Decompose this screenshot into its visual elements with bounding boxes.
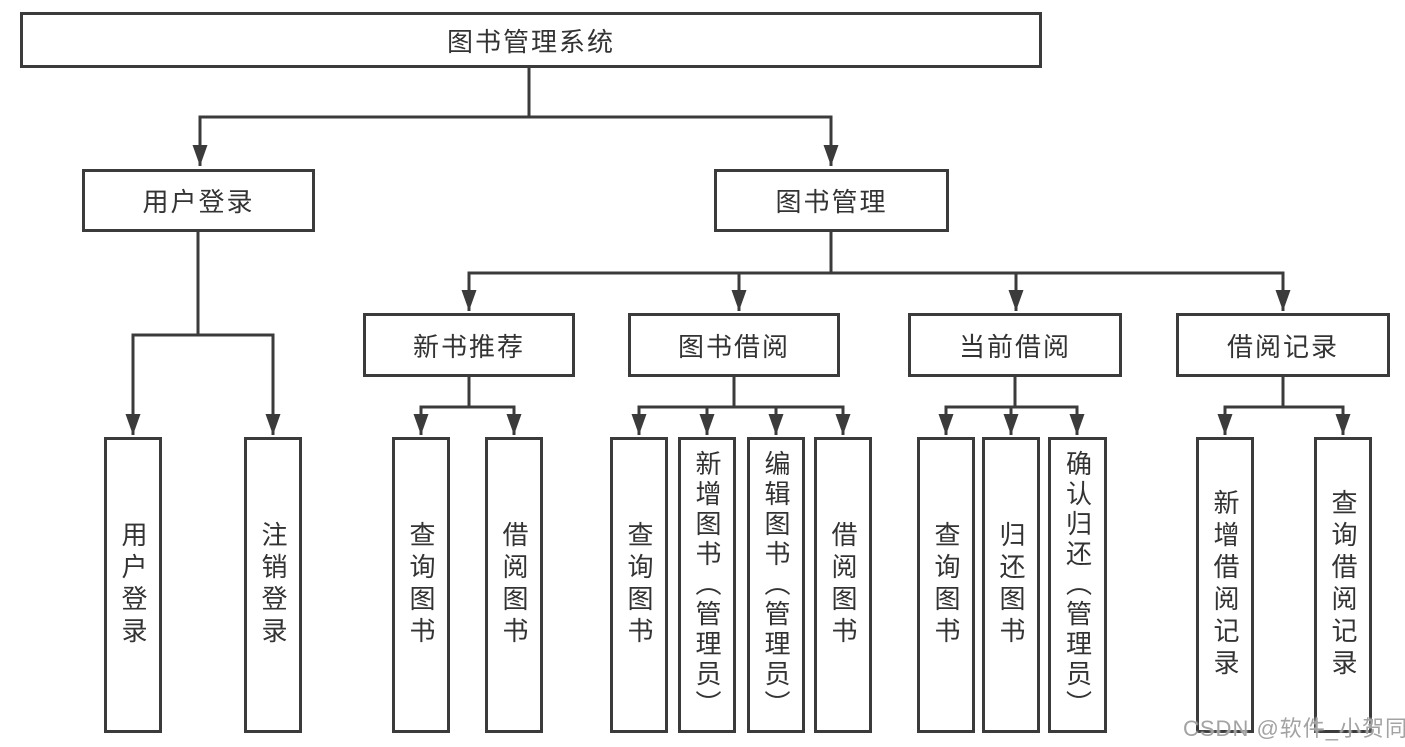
node-label: 图书管理 xyxy=(775,187,888,217)
leaf-edit-books-admin: 编辑图书（管理员） xyxy=(747,437,805,733)
leaf-label: 查询图书 xyxy=(406,521,436,649)
leaf-return-books: 归还图书 xyxy=(982,437,1040,733)
node-book-management: 图书管理 xyxy=(714,169,949,232)
leaf-add-borrow-record: 新增借阅记录 xyxy=(1196,437,1254,733)
node-borrow-records: 借阅记录 xyxy=(1176,313,1390,377)
leaf-query-borrow-record: 查询借阅记录 xyxy=(1314,437,1372,733)
leaf-label: 确认归还（管理员） xyxy=(1062,450,1093,720)
leaf-label: 借阅图书 xyxy=(828,521,858,649)
node-library-management-system: 图书管理系统 xyxy=(20,12,1042,68)
leaf-add-books-admin: 新增图书（管理员） xyxy=(678,437,736,733)
node-label: 新书推荐 xyxy=(412,331,525,362)
leaf-label: 新增图书（管理员） xyxy=(692,450,722,720)
leaf-query-books-borrow: 查询图书 xyxy=(610,437,668,733)
node-new-book-recommend: 新书推荐 xyxy=(363,313,575,377)
leaf-label: 注销登录 xyxy=(258,521,288,649)
leaf-query-books-current: 查询图书 xyxy=(917,437,975,733)
node-current-borrow: 当前借阅 xyxy=(908,313,1122,377)
leaf-confirm-return-admin: 确认归还（管理员） xyxy=(1048,437,1107,733)
leaf-borrow-books: 借阅图书 xyxy=(814,437,872,733)
node-label: 借阅记录 xyxy=(1226,331,1339,362)
leaf-label: 编辑图书（管理员） xyxy=(761,450,791,720)
leaf-query-books-recommend: 查询图书 xyxy=(392,437,450,733)
node-label: 用户登录 xyxy=(142,187,255,217)
node-label: 当前借阅 xyxy=(958,331,1071,362)
leaf-label: 查询图书 xyxy=(624,521,654,649)
leaf-user-login: 用户登录 xyxy=(104,437,162,733)
leaf-label: 借阅图书 xyxy=(499,521,529,649)
node-label: 图书管理系统 xyxy=(446,26,615,57)
leaf-logout: 注销登录 xyxy=(244,437,302,733)
leaf-label: 归还图书 xyxy=(996,521,1026,649)
csdn-watermark: CSDN @软件_小贺同学 xyxy=(1183,716,1405,741)
leaf-label: 用户登录 xyxy=(118,521,148,649)
node-user-login: 用户登录 xyxy=(82,169,315,232)
node-book-borrow: 图书借阅 xyxy=(628,313,840,377)
leaf-borrow-books-recommend: 借阅图书 xyxy=(485,437,543,733)
leaf-label: 查询图书 xyxy=(931,521,961,649)
node-label: 图书借阅 xyxy=(677,331,790,362)
leaf-label: 查询借阅记录 xyxy=(1328,489,1358,681)
leaf-label: 新增借阅记录 xyxy=(1210,489,1240,681)
